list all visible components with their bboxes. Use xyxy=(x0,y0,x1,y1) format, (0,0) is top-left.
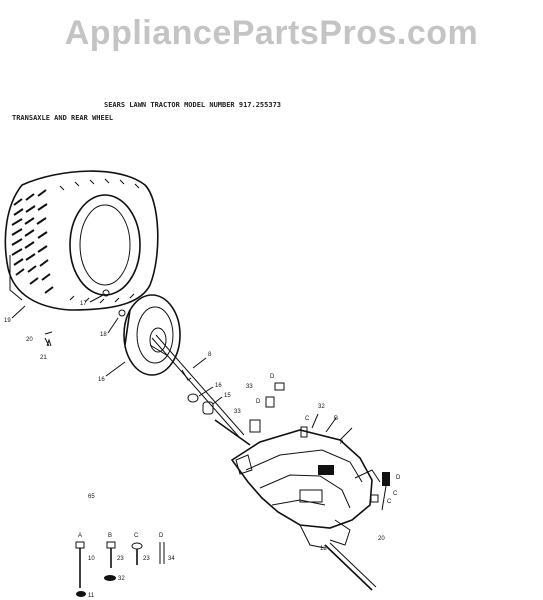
callout-tire: 19 xyxy=(4,318,11,324)
legend-a-part: 10 xyxy=(88,556,95,562)
legend-d: D xyxy=(159,533,164,539)
key-pin xyxy=(181,369,192,381)
callout-33b: 33 xyxy=(234,409,241,415)
callout-20: 20 xyxy=(378,536,385,542)
callout-wheel: 16 xyxy=(98,377,105,383)
callout-c3: C xyxy=(387,499,392,505)
right-bracket xyxy=(370,472,390,511)
callout-spacer: 16 xyxy=(215,383,222,389)
model-heading: SEARS LAWN TRACTOR MODEL NUMBER 917.2553… xyxy=(104,101,282,109)
legend-b-part: 23 xyxy=(117,556,124,562)
callout-screw-ref: 21 xyxy=(40,355,47,361)
callout-key: 8 xyxy=(208,352,212,358)
washer xyxy=(202,401,214,415)
callout-c: C xyxy=(305,416,310,422)
callout-b: B xyxy=(334,416,338,422)
callout-d: D xyxy=(270,374,275,380)
callout-d3: D xyxy=(396,475,401,481)
callout-c2: C xyxy=(393,491,398,497)
callout-washer: 15 xyxy=(224,393,231,399)
callout-rim: 18 xyxy=(100,332,107,338)
legend-c-part: 23 xyxy=(143,556,150,562)
transaxle-housing xyxy=(230,413,381,549)
callout-a: A xyxy=(340,440,344,446)
callout-d2: D xyxy=(256,399,261,405)
spacer xyxy=(187,393,199,403)
legend-a: A xyxy=(78,533,82,539)
legend-d-part: 34 xyxy=(168,556,175,562)
legend-c: C xyxy=(134,533,139,539)
callout-32: 32 xyxy=(318,404,325,410)
callout-33a: 33 xyxy=(246,384,253,390)
screw-left xyxy=(44,331,53,347)
tire xyxy=(4,170,159,311)
watermark: AppliancePartsPros.com xyxy=(64,14,479,52)
callout-valve: 17 xyxy=(80,301,87,307)
callout-screw: 20 xyxy=(26,337,33,343)
legend-washer: 32 xyxy=(118,576,125,582)
legend-nut: 11 xyxy=(88,593,95,599)
legend-b: B xyxy=(108,533,112,539)
wheel-rim xyxy=(123,294,181,376)
section-heading: TRANSAXLE AND REAR WHEEL xyxy=(12,114,114,122)
hardware-legend xyxy=(75,541,165,597)
bolts-upper xyxy=(249,382,308,438)
callout-13: 13 xyxy=(320,546,327,552)
callout-65: 65 xyxy=(88,494,95,500)
